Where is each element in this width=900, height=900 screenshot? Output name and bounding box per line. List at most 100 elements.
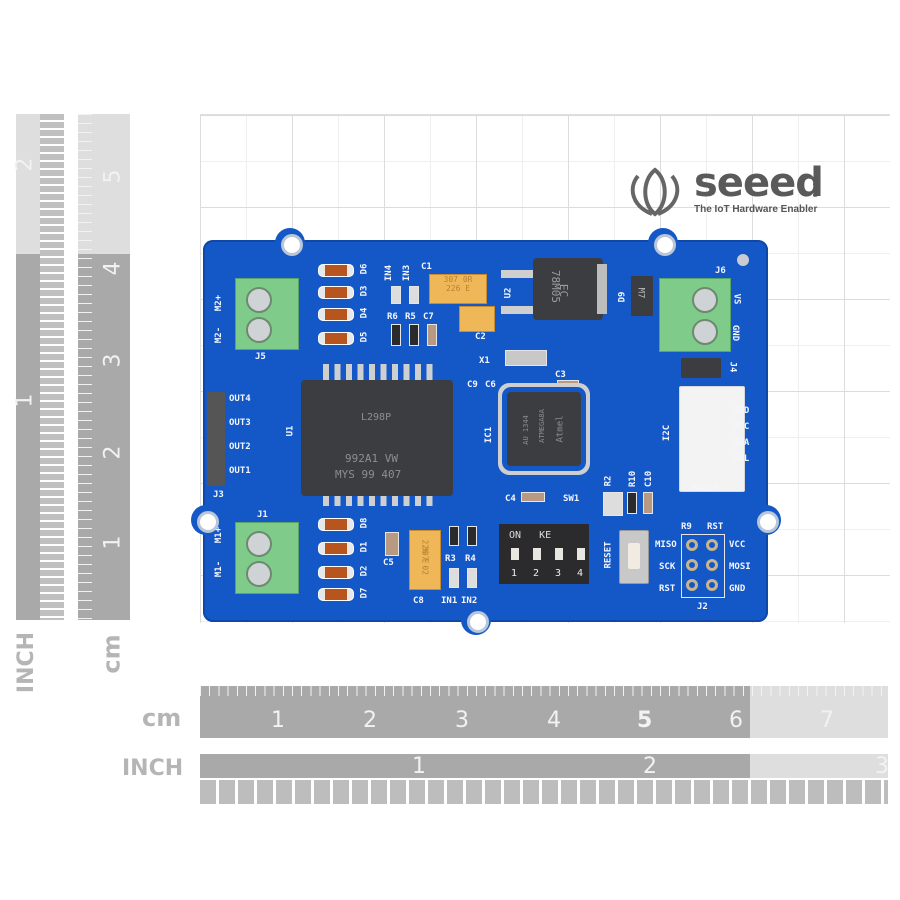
r6-label: R6 <box>387 312 398 322</box>
header-j3[interactable] <box>207 392 225 486</box>
c8-marking-2: 307 02 <box>420 546 430 575</box>
c1-marking-1: 307 0R <box>443 275 473 284</box>
m1-minus-label: M1- <box>214 560 225 578</box>
vertical-cm-label-5: 5 <box>100 169 126 184</box>
seeed-logo: seeed studio The IoT Hardware Enabler <box>624 160 844 218</box>
diode <box>318 566 354 579</box>
dip-toggle-1[interactable] <box>511 548 519 560</box>
ic1-brand: Atmel <box>555 415 566 443</box>
reset-button[interactable] <box>619 530 649 584</box>
r3-label: R3 <box>445 554 456 564</box>
diode-d9: M7 <box>631 276 653 316</box>
dip-toggle-3[interactable] <box>555 548 563 560</box>
horizontal-inch-ruler <box>200 754 750 778</box>
terminal-j6[interactable] <box>659 278 731 352</box>
d1-label: D1 <box>359 541 370 553</box>
horizontal-cm-label-5: 5 <box>637 708 653 733</box>
isp-pad <box>706 539 718 551</box>
c6-label: C6 <box>485 380 496 390</box>
j5-label: J5 <box>255 352 266 362</box>
m2-plus-label: M2+ <box>214 294 225 312</box>
d8-label: D8 <box>359 517 370 529</box>
vertical-inch-unit: INCH <box>14 631 40 694</box>
d9-label: D9 <box>617 291 628 303</box>
screw-icon <box>246 531 272 557</box>
diode <box>318 308 354 321</box>
r9-label: R9 <box>681 522 692 532</box>
screw-icon <box>692 319 718 345</box>
vertical-cm-label-4: 4 <box>100 261 126 276</box>
horizontal-inch-unit: INCH <box>122 756 184 781</box>
horizontal-inch-ruler-light <box>750 754 888 778</box>
brand-tagline: The IoT Hardware Enabler <box>694 204 818 215</box>
resistor-r5 <box>409 324 419 346</box>
m2-minus-label: M2- <box>214 326 225 344</box>
led-in2 <box>467 568 477 588</box>
u2-label: U2 <box>503 287 514 299</box>
screw-icon <box>692 287 718 313</box>
r4-label: R4 <box>465 554 476 564</box>
led-in4 <box>391 286 401 304</box>
led-in1 <box>449 568 459 588</box>
dip-pos-4: 4 <box>577 568 584 579</box>
u1-pins-top <box>323 364 435 382</box>
i2c-vcc-label: VCC <box>733 422 750 432</box>
isp-pad <box>686 559 698 571</box>
horizontal-cm-label-4: 4 <box>547 708 561 733</box>
isp-pad <box>706 579 718 591</box>
resistor-array-r2 <box>603 492 623 516</box>
d4-label: D4 <box>359 307 370 319</box>
capacitor-c7 <box>427 324 437 346</box>
horizontal-cm-label-3: 3 <box>455 708 469 733</box>
jumper-j4[interactable] <box>681 358 721 378</box>
d3-label: D3 <box>359 285 370 297</box>
terminal-j1[interactable] <box>235 522 299 594</box>
terminal-j5[interactable] <box>235 278 299 350</box>
vertical-inch-ruler-light <box>16 114 40 254</box>
u2-pin <box>501 270 537 278</box>
isp-pad <box>686 539 698 551</box>
u2-marking-2: EC <box>557 283 571 298</box>
dip-toggle-4[interactable] <box>577 548 585 560</box>
mount-hole <box>467 611 489 633</box>
power-label: POWER <box>691 484 719 494</box>
d7-label: D7 <box>359 587 370 599</box>
gnd-j6-label: GND <box>730 324 741 342</box>
vertical-cm-ticks <box>78 114 92 620</box>
i2c-gnd-label: GND <box>733 406 750 416</box>
in3-label: IN3 <box>402 264 413 282</box>
horizontal-cm-ticks <box>200 686 888 696</box>
brand-sub: studio <box>811 176 820 198</box>
r5-label: R5 <box>405 312 416 322</box>
ic1-marking-2: AU 1344 <box>521 415 530 445</box>
i2c-label: I2C <box>662 424 673 442</box>
indicator-dot <box>737 254 749 266</box>
diode <box>318 264 354 277</box>
u1-marking-3: MYS 99 407 <box>335 468 402 481</box>
c4-label: C4 <box>505 494 516 504</box>
dip-toggle-2[interactable] <box>533 548 541 560</box>
capacitor-c5 <box>385 532 399 556</box>
u1-marking-2: 992A1 VW <box>345 452 398 465</box>
i2c-connector[interactable] <box>679 386 745 492</box>
u1-marking-1: L298P <box>361 412 392 423</box>
horizontal-inch-label-3: 3 <box>875 754 889 779</box>
isp-pad <box>686 579 698 591</box>
dip-switch-sw1[interactable]: ON KE 1 2 3 4 <box>499 524 589 584</box>
gnd-label: GND <box>729 584 746 594</box>
c5-label: C5 <box>383 558 394 568</box>
miso-label: MISO <box>655 540 677 550</box>
vs-label: VS <box>731 293 742 305</box>
tantalum-c1: 307 0R 226 E <box>429 274 487 304</box>
c9-label: C9 <box>467 380 478 390</box>
c8-label: C8 <box>413 596 424 606</box>
tantalum-c2 <box>459 306 495 332</box>
out2-label: OUT2 <box>229 442 251 452</box>
horizontal-inch-label-1: 1 <box>412 754 426 779</box>
ic1-label: IC1 <box>484 426 495 444</box>
u2-tab <box>597 264 607 314</box>
isp-header-j2[interactable] <box>681 534 725 598</box>
vertical-cm-label-2: 2 <box>100 445 126 460</box>
d5-label: D5 <box>359 331 370 343</box>
c1-label: C1 <box>421 262 432 272</box>
